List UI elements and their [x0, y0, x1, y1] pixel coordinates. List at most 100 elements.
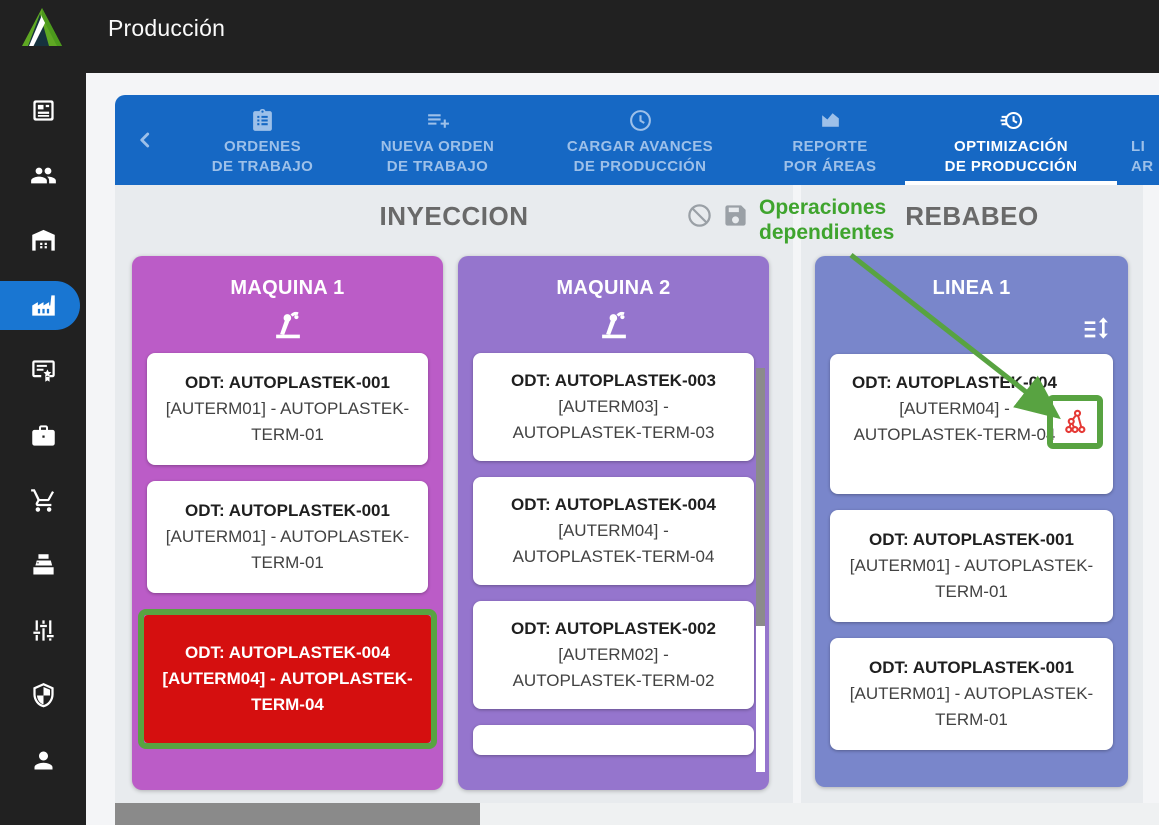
tab-label-line2: POR ÁREAS — [783, 158, 877, 175]
tab-label-line2: DE TRABAJO — [211, 158, 314, 175]
card-list: ODT: AUTOPLASTEK-001 [AUTERM01] - AUTOPLA… — [132, 353, 443, 749]
sidebar-item-purchases[interactable] — [0, 468, 86, 533]
clipboard-list-icon — [250, 108, 275, 137]
tab-label-line1: NUEVA ORDEN — [380, 138, 495, 155]
dependency-tree-icon[interactable] — [1060, 407, 1090, 437]
resource-column-linea-1: LINEA 1 ODT: AUTOPLASTEK-004 [AUTERM04] - … — [815, 256, 1128, 787]
work-order-detail: [AUTERM01] - AUTOPLASTEK-TERM-01 — [849, 556, 1094, 601]
work-order-id: ODT: AUTOPLASTEK-001 — [185, 501, 390, 520]
sidebar-item-warehouse[interactable] — [0, 208, 86, 273]
work-order-card[interactable]: ODT: AUTOPLASTEK-003 [AUTERM03] - AUTOPLA… — [473, 353, 754, 461]
factory-icon — [30, 292, 57, 319]
annotation-label: Operaciones dependientes — [759, 196, 895, 244]
sidebar-item-news[interactable] — [0, 78, 86, 143]
briefcase-icon — [30, 422, 57, 449]
playlist-add-icon — [425, 108, 450, 137]
page-title: Producción — [108, 15, 226, 41]
sidebar-item-clients[interactable] — [0, 143, 86, 208]
work-order-card[interactable]: ODT: AUTOPLASTEK-004 [AUTERM04] - AUTOPLA… — [830, 354, 1113, 494]
tab-label-line2: DE TRABAJO — [386, 158, 489, 175]
person-icon — [30, 747, 57, 774]
area-title: INYECCION — [379, 201, 529, 231]
work-order-id: ODT: AUTOPLASTEK-001 — [185, 373, 390, 392]
tab-label-line1: ORDENES — [224, 138, 301, 155]
tab-optimizaci-n[interactable]: OPTIMIZACIÓN DE PRODUCCIÓN — [905, 95, 1117, 185]
sidebar-item-quality[interactable] — [0, 338, 86, 403]
work-order-detail: [AUTERM01] - AUTOPLASTEK-TERM-01 — [165, 527, 410, 572]
card-list: ODT: AUTOPLASTEK-003 [AUTERM03] - AUTOPLA… — [458, 353, 769, 755]
robot-arm-icon — [595, 305, 633, 343]
tab-li[interactable]: LI AR — [1117, 95, 1159, 185]
resource-title: MAQUINA 2 — [556, 277, 671, 299]
resource-title: MAQUINA 1 — [230, 277, 345, 299]
sidebar-item-production[interactable] — [0, 273, 86, 338]
tab-label-line1: REPORTE — [792, 138, 868, 155]
work-order-detail: [AUTERM01] - AUTOPLASTEK-TERM-01 — [849, 684, 1094, 729]
warehouse-icon — [30, 227, 57, 254]
annotation-highlight-box: ODT: AUTOPLASTEK-004[AUTERM04] - AUTOPLA… — [138, 609, 437, 749]
module-tab-bar: ORDENES DE TRABAJO NUEVA ORDEN DE TRABAJO CA… — [115, 95, 1159, 185]
company-logo-icon[interactable] — [19, 5, 65, 51]
register-icon — [30, 552, 57, 579]
work-order-id: ODT: AUTOPLASTEK-004 — [511, 495, 716, 514]
tab-label-line1: OPTIMIZACIÓN — [954, 138, 1068, 155]
column-vertical-scrollbar-thumb[interactable] — [756, 368, 765, 626]
work-order-detail: [AUTERM04] - AUTOPLASTEK-TERM-04 — [512, 521, 715, 566]
tune-icon — [30, 617, 57, 644]
tab-nueva-orden[interactable]: NUEVA ORDEN DE TRABAJO — [350, 95, 525, 185]
work-order-card[interactable]: ODT: AUTOPLASTEK-002[AUTERM02] - AUTOPLA… — [473, 601, 754, 709]
work-order-id: ODT: AUTOPLASTEK-001 — [869, 658, 1074, 677]
sidebar-item-security[interactable] — [0, 663, 86, 728]
resource-title: LINEA 1 — [932, 277, 1011, 299]
tab-label-line2: DE PRODUCCIÓN — [573, 158, 707, 175]
sidebar-item-sales[interactable] — [0, 533, 86, 598]
work-order-card[interactable]: ODT: AUTOPLASTEK-004 [AUTERM04] - AUTOPLA… — [473, 477, 754, 585]
certificate-icon — [30, 357, 57, 384]
work-order-card[interactable]: ODT: AUTOPLASTEK-001 [AUTERM01] - AUTOPLA… — [147, 353, 428, 465]
work-order-card[interactable]: ODT: AUTOPLASTEK-001[AUTERM01] - AUTOPLA… — [830, 510, 1113, 622]
tab-reporte[interactable]: REPORTE POR ÁREAS — [755, 95, 905, 185]
tab-label-line2: AR — [1131, 158, 1154, 175]
work-order-card-alert[interactable]: ODT: AUTOPLASTEK-004[AUTERM04] - AUTOPLA… — [144, 615, 431, 743]
work-order-id: ODT: AUTOPLASTEK-003 — [511, 371, 716, 390]
work-order-card[interactable]: ODT: AUTOPLASTEK-001 [AUTERM01] - AUTOPLA… — [147, 481, 428, 593]
save-button[interactable] — [722, 202, 749, 229]
chevron-left-icon — [132, 127, 158, 153]
work-order-detail: [AUTERM04] - AUTOPLASTEK-TERM-04 — [853, 399, 1056, 444]
block-button[interactable] — [686, 202, 713, 229]
tab-cargar-avances[interactable]: CARGAR AVANCES DE PRODUCCIÓN — [525, 95, 755, 185]
horizontal-scrollbar[interactable] — [115, 803, 1159, 825]
horizontal-scrollbar-thumb[interactable] — [115, 803, 480, 825]
work-order-id: ODT: AUTOPLASTEK-004 — [852, 373, 1057, 392]
work-order-detail: [AUTERM01] - AUTOPLASTEK-TERM-01 — [165, 399, 410, 444]
columns-row: MAQUINA 1 ODT: AUTOPLASTEK-001 [AUTERM01] … — [115, 256, 793, 790]
sidebar-item-assets[interactable] — [0, 403, 86, 468]
columns-row: LINEA 1 ODT: AUTOPLASTEK-004 [AUTERM04] - … — [801, 256, 1143, 787]
sidebar — [0, 0, 86, 825]
work-order-card[interactable]: ODT: AUTOPLASTEK-001 [AUTERM01] - AUTOPLA… — [830, 638, 1113, 750]
annotation-highlight-box — [1047, 395, 1103, 449]
area-chart-icon — [818, 108, 843, 137]
tab-ordenes[interactable]: ORDENES DE TRABAJO — [175, 95, 350, 185]
tabs-scroll-back-button[interactable] — [115, 95, 175, 185]
people-icon — [30, 162, 57, 189]
tab-label-line2: DE PRODUCCIÓN — [944, 158, 1078, 175]
article-icon — [30, 97, 57, 124]
sidebar-item-profile[interactable] — [0, 728, 86, 793]
robot-arm-icon — [269, 305, 307, 343]
sidebar-nav — [0, 78, 86, 793]
tab-label-line1: LI — [1131, 138, 1146, 155]
cart-icon — [30, 487, 57, 514]
sidebar-item-settings[interactable] — [0, 598, 86, 663]
clock-icon — [628, 108, 653, 137]
work-order-card-partial[interactable] — [473, 725, 754, 755]
work-order-id: ODT: AUTOPLASTEK-002 — [511, 619, 716, 638]
work-order-detail: [AUTERM03] - AUTOPLASTEK-TERM-03 — [512, 397, 715, 442]
column-vertical-scrollbar[interactable] — [756, 368, 765, 772]
shield-icon — [30, 682, 57, 709]
resource-column-maquina-1: MAQUINA 1 ODT: AUTOPLASTEK-001 [AUTERM01] … — [132, 256, 443, 790]
tab-label-line1: CARGAR AVANCES — [566, 138, 714, 155]
card-list: ODT: AUTOPLASTEK-004 [AUTERM04] - AUTOPLA… — [815, 354, 1128, 750]
